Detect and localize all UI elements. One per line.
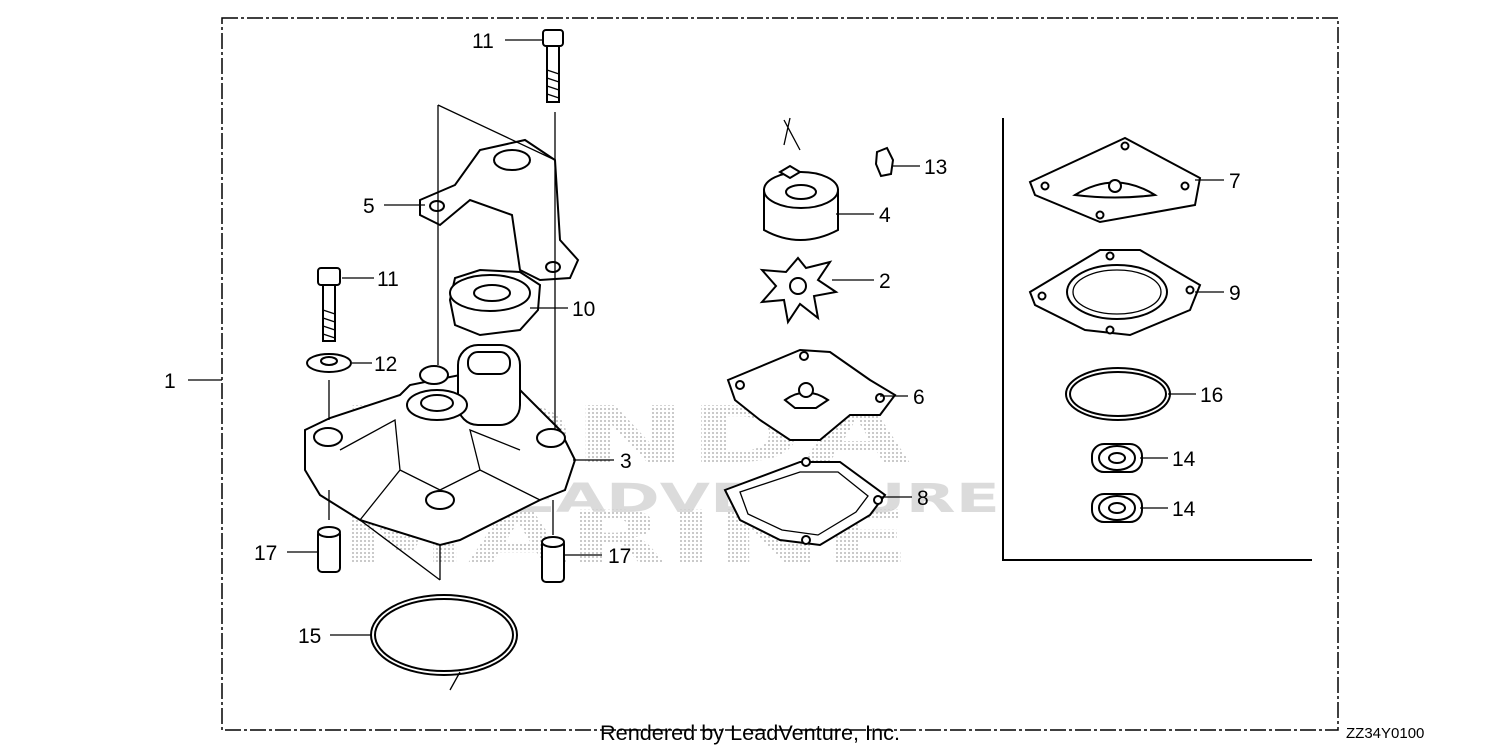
guide-lines (328, 104, 801, 691)
oring-large (370, 594, 518, 676)
callout-8: 8 (917, 487, 929, 510)
callout-7: 7 (1229, 170, 1241, 193)
callout-6: 6 (913, 386, 925, 409)
callout-11-left: 11 (377, 268, 399, 291)
bearing-lower (1091, 493, 1143, 523)
impeller (759, 256, 839, 325)
bracket-cover (419, 138, 580, 282)
callout-10: 10 (572, 298, 595, 321)
callout-11-top: 11 (472, 30, 494, 53)
callout-5: 5 (363, 195, 375, 218)
impeller-liner (763, 164, 839, 241)
pump-housing (304, 344, 577, 547)
callout-4: 4 (879, 204, 891, 227)
plate-upper (1028, 136, 1202, 224)
bolt-top (542, 29, 564, 103)
gasket-lower (723, 457, 887, 547)
callout-14-lower: 14 (1172, 498, 1196, 521)
rendered-by-text: Rendered by LeadVenture, Inc. (600, 722, 900, 745)
bearing-upper (1091, 443, 1143, 473)
callout-15: 15 (298, 625, 321, 648)
bolt-left (317, 267, 341, 342)
gasket-upper (1028, 249, 1202, 337)
seal-grommet (448, 268, 542, 337)
callout-17-left: 17 (254, 542, 277, 565)
dowel-left (317, 526, 341, 573)
callout-12: 12 (374, 353, 397, 376)
washer (306, 353, 352, 373)
dowel-right (541, 536, 565, 583)
callout-2: 2 (879, 270, 891, 293)
group-bracket (1002, 118, 1312, 561)
oring-small (1065, 367, 1171, 421)
kit-border (221, 17, 1339, 731)
callout-1: 1 (164, 370, 176, 393)
callout-9: 9 (1229, 282, 1241, 305)
wear-plate (726, 348, 897, 441)
small-grommet (874, 146, 895, 178)
callout-13: 13 (924, 156, 947, 179)
callout-16: 16 (1200, 384, 1223, 407)
leader-lines (188, 39, 1224, 636)
diagram-code: ZZ34Y0100 (1346, 725, 1424, 742)
callout-3: 3 (620, 450, 632, 473)
callout-14-upper: 14 (1172, 448, 1196, 471)
callout-17-right: 17 (608, 545, 631, 568)
